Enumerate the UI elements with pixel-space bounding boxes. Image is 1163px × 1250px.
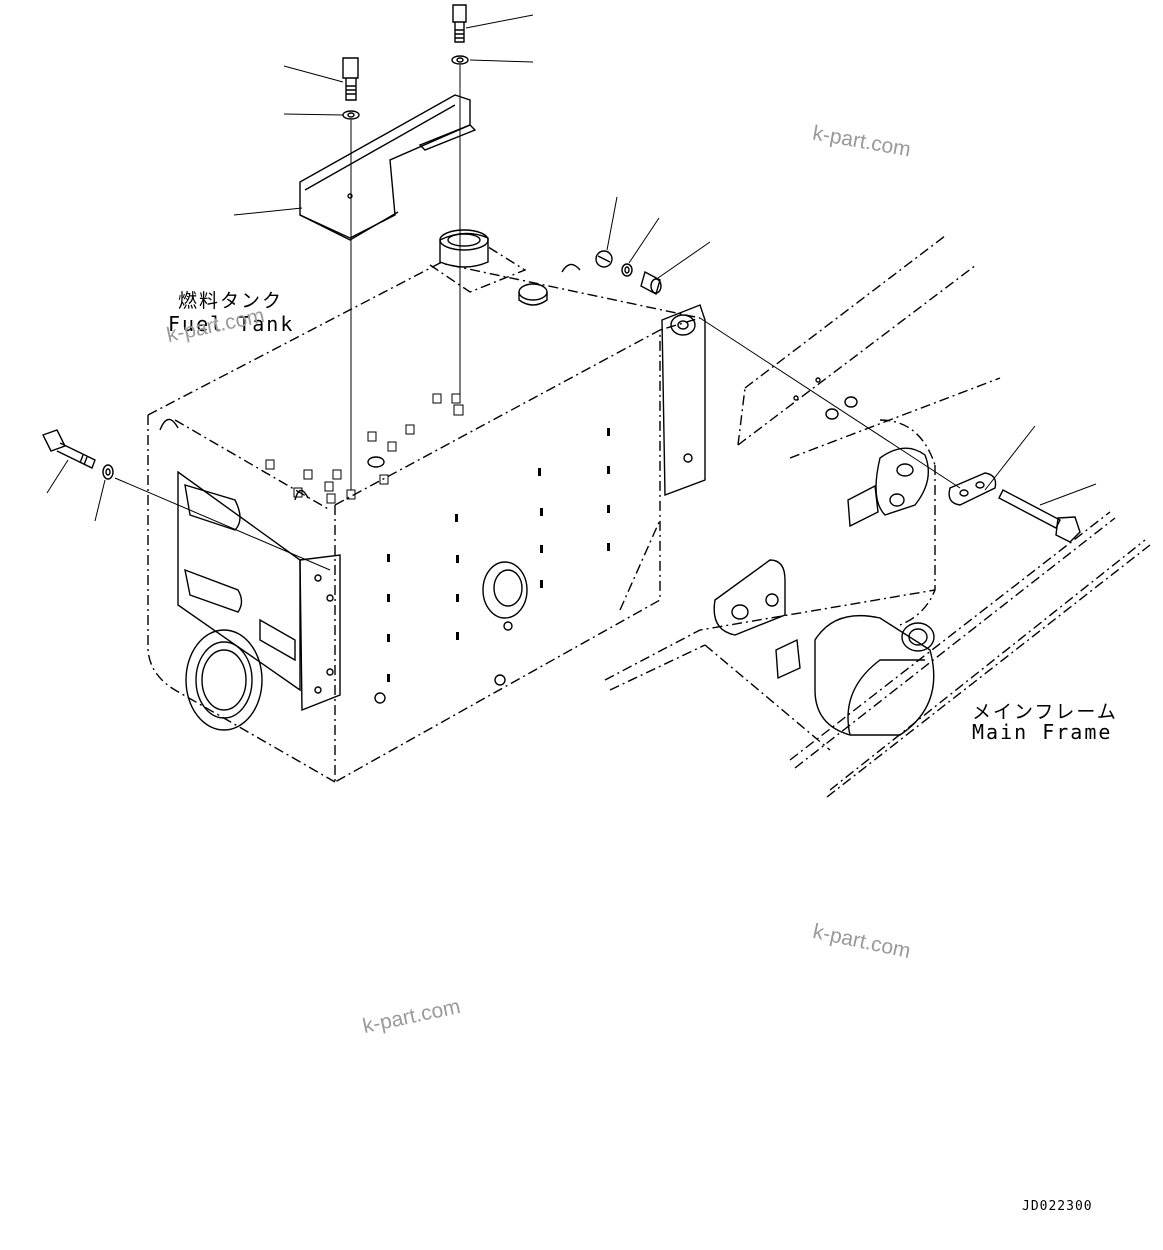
main-frame-label-en: Main Frame: [972, 720, 1113, 744]
bolt-top-left: [342, 57, 360, 120]
bolt-top-right: [451, 4, 469, 65]
assembly-lines: [114, 65, 961, 571]
fuel-tank-outline: [147, 262, 701, 783]
leader-lines: [46, 14, 1097, 522]
fuel-tank-rear-bracket: [661, 304, 706, 497]
fuel-tank-top-details: [159, 229, 581, 504]
bolt-left-side: [42, 429, 114, 480]
drawing-number: JD022300: [1022, 1199, 1093, 1214]
nut-washer-collar: [595, 250, 662, 296]
plate-and-bolt-right: [948, 472, 1081, 543]
fuel-tank-label-en: Fuel Tank: [168, 312, 295, 336]
mounting-bracket: [299, 94, 477, 241]
main-frame-outline: [604, 235, 1151, 798]
fuel-tank-front-details: [374, 428, 610, 704]
fuel-tank-label-jp: 燃料タンク: [178, 290, 284, 312]
main-frame-label-jp: メインフレーム: [972, 701, 1118, 723]
fuel-tank-side-bracket: [177, 470, 341, 731]
